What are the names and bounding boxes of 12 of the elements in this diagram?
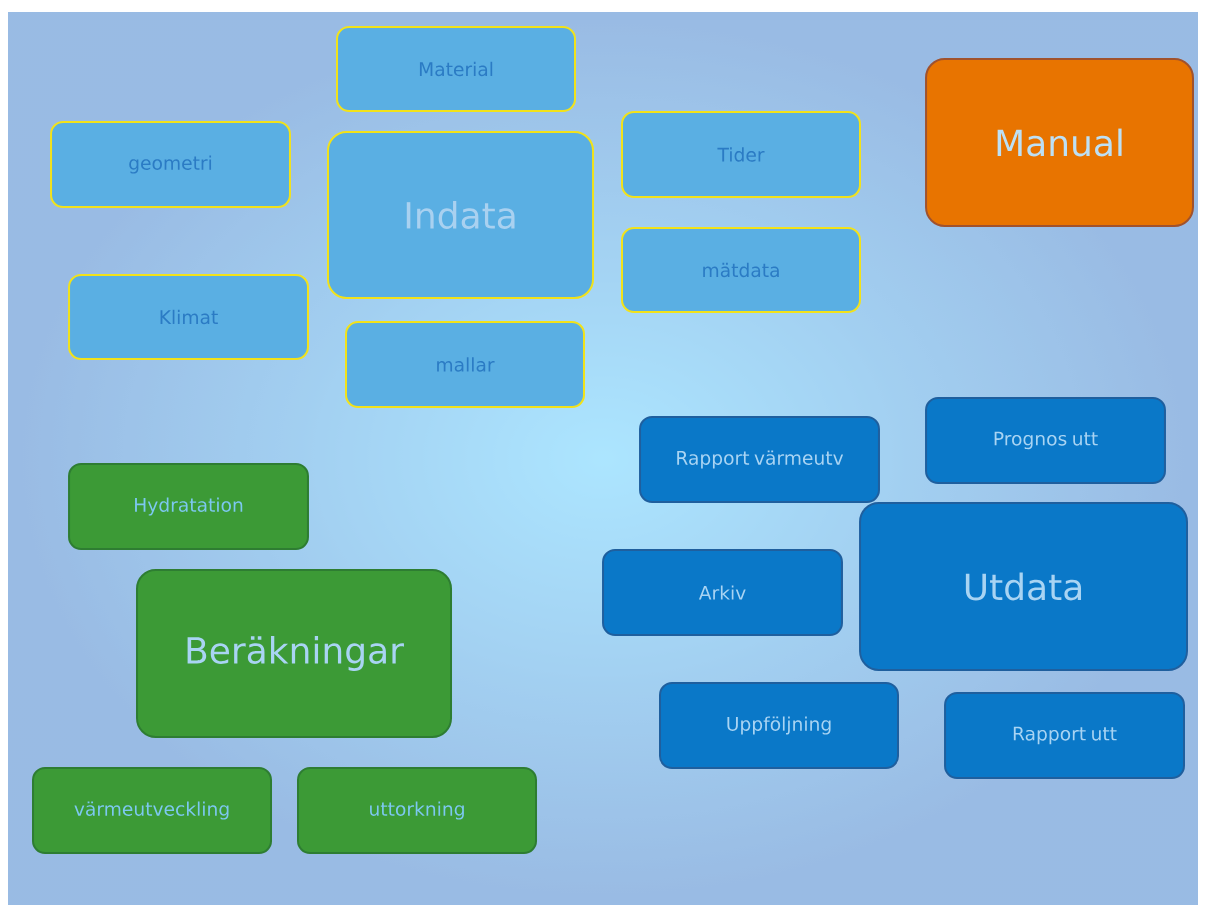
topic-box: Hydratation: [68, 462, 309, 551]
topic-box: Indata: [326, 131, 595, 299]
topic-box: Prognos utt: [925, 396, 1166, 485]
topic-box: Rapport utt: [944, 691, 1185, 780]
topic-box: Beräkningar: [136, 569, 452, 738]
topic-box: Rapport värmeutv: [639, 415, 880, 504]
topic-box: värmeutveckling: [32, 766, 272, 855]
topic-box: Uppföljning: [659, 681, 899, 770]
topic-box: Utdata: [859, 502, 1188, 671]
topic-box: uttorkning: [297, 766, 537, 855]
topic-box: Arkiv: [602, 548, 843, 637]
topic-box: Manual: [925, 58, 1194, 227]
